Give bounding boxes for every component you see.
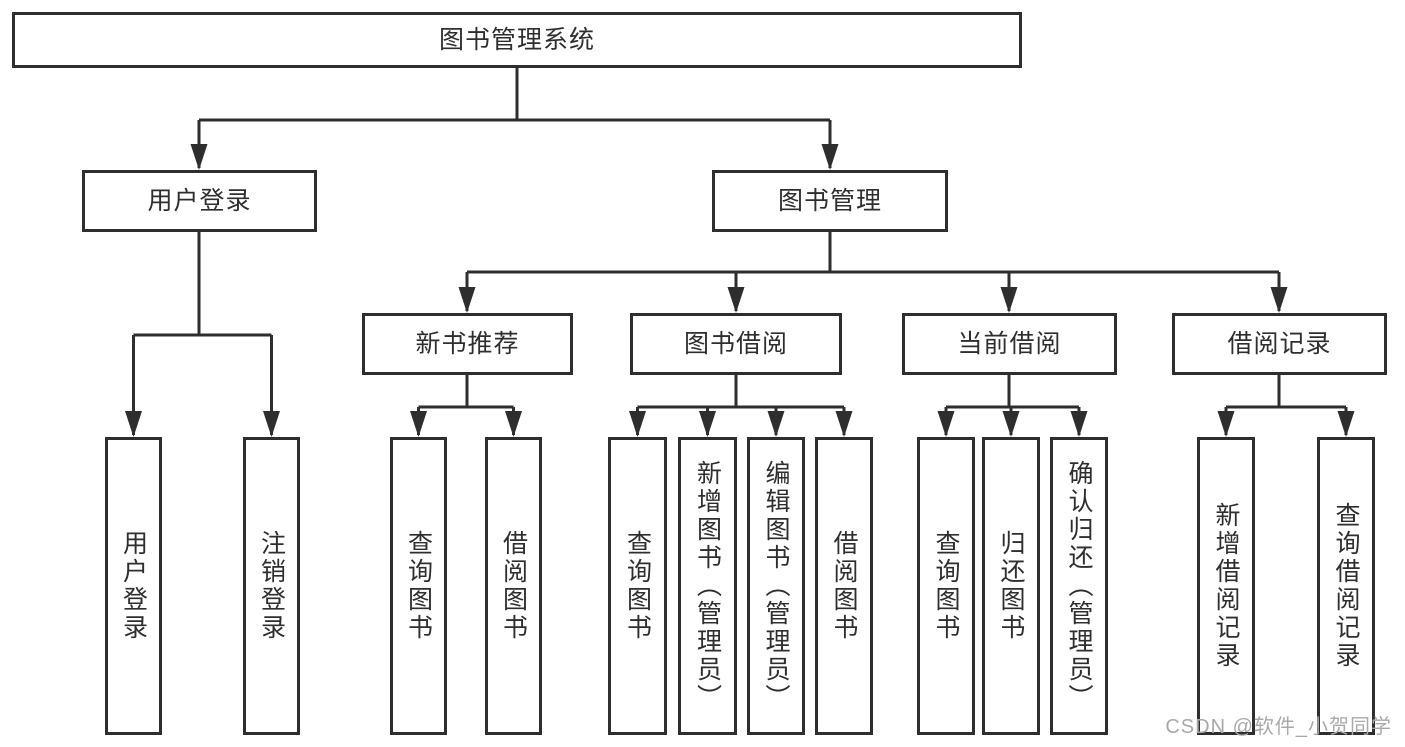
leaf-borrow-borrow-books: 借阅图书 [815, 437, 873, 735]
arrow-down-icon [1337, 411, 1355, 437]
leaf-borrow-add-books-admin: 新增图书（管理员） [678, 437, 737, 735]
node-book-management: 图书管理 [712, 170, 948, 232]
connector-root-to-level2 [197, 68, 832, 168]
leaf-label: 查询借阅记录 [1332, 502, 1360, 670]
arrow-down-icon [1000, 287, 1018, 313]
node-label: 图书管理系统 [438, 26, 595, 54]
leaf-current-return-books: 归还图书 [982, 437, 1040, 735]
arrow-down-icon [767, 411, 785, 437]
leaf-records-add-record: 新增借阅记录 [1197, 437, 1255, 735]
arrow-down-icon [190, 144, 208, 170]
arrow-down-icon [821, 144, 839, 170]
leaf-records-query-record: 查询借阅记录 [1317, 437, 1375, 735]
leaf-label: 用户登录 [119, 530, 148, 642]
leaf-label: 注销登录 [257, 530, 286, 642]
arrow-down-icon [835, 411, 853, 437]
node-library-management-system: 图书管理系统 [12, 12, 1022, 68]
node-new-book-recommend: 新书推荐 [362, 313, 573, 375]
leaf-newrec-borrow-books: 借阅图书 [485, 437, 542, 735]
node-label: 借阅记录 [1227, 330, 1332, 358]
arrow-down-icon [125, 411, 142, 437]
leaf-label: 查询图书 [932, 530, 960, 642]
leaf-label: 查询图书 [404, 530, 433, 642]
arrow-down-icon [458, 287, 476, 313]
leaf-label: 借阅图书 [499, 530, 528, 642]
node-label: 图书借阅 [683, 330, 788, 358]
connector-book-borrow-to-leaves [636, 375, 846, 435]
node-user-login: 用户登录 [82, 170, 317, 232]
node-label: 新书推荐 [415, 330, 520, 358]
connector-borrow-records-to-leaves [1224, 375, 1348, 435]
leaf-borrow-query-books: 查询图书 [608, 437, 667, 735]
arrowhead-icons [125, 144, 1355, 437]
leaf-label: 查询图书 [623, 530, 652, 642]
node-label: 当前借阅 [957, 330, 1062, 358]
connector-user-login-to-leaves [132, 232, 273, 435]
arrow-down-icon [937, 411, 955, 437]
leaf-current-query-books: 查询图书 [917, 437, 975, 735]
arrow-down-icon [1270, 287, 1288, 313]
leaf-label: 确认归还（管理员） [1065, 460, 1093, 712]
leaf-newrec-query-books: 查询图书 [390, 437, 447, 735]
leaf-label: 新增图书（管理员） [693, 460, 722, 712]
node-borrow-records: 借阅记录 [1172, 313, 1387, 375]
csdn-watermark: CSDN @软件_小贺同学 [1165, 716, 1392, 738]
arrow-down-icon [629, 411, 646, 437]
arrow-down-icon [1002, 411, 1020, 437]
arrow-down-icon [410, 411, 427, 437]
arrow-down-icon [1217, 411, 1235, 437]
leaf-label: 借阅图书 [830, 530, 858, 642]
node-label: 用户登录 [147, 187, 252, 215]
leaf-borrow-edit-books-admin: 编辑图书（管理员） [747, 437, 805, 735]
leaf-logout: 注销登录 [243, 437, 300, 735]
connector-book-management-to-level3 [465, 232, 1281, 311]
node-label: 图书管理 [777, 187, 882, 215]
arrow-down-icon [727, 287, 745, 313]
connector-new-book-recommend-to-leaves [417, 375, 515, 435]
leaf-label: 新增借阅记录 [1212, 502, 1240, 670]
leaf-label: 编辑图书（管理员） [762, 460, 790, 712]
node-current-borrow: 当前借阅 [902, 313, 1117, 375]
node-book-borrow: 图书借阅 [630, 313, 842, 375]
leaf-current-confirm-return-admin: 确认归还（管理员） [1050, 437, 1108, 735]
arrow-down-icon [699, 411, 716, 437]
arrow-down-icon [1070, 411, 1088, 437]
leaf-user-login: 用户登录 [105, 437, 162, 735]
arrow-down-icon [505, 411, 522, 437]
leaf-label: 归还图书 [997, 530, 1025, 642]
arrow-down-icon [263, 411, 280, 437]
